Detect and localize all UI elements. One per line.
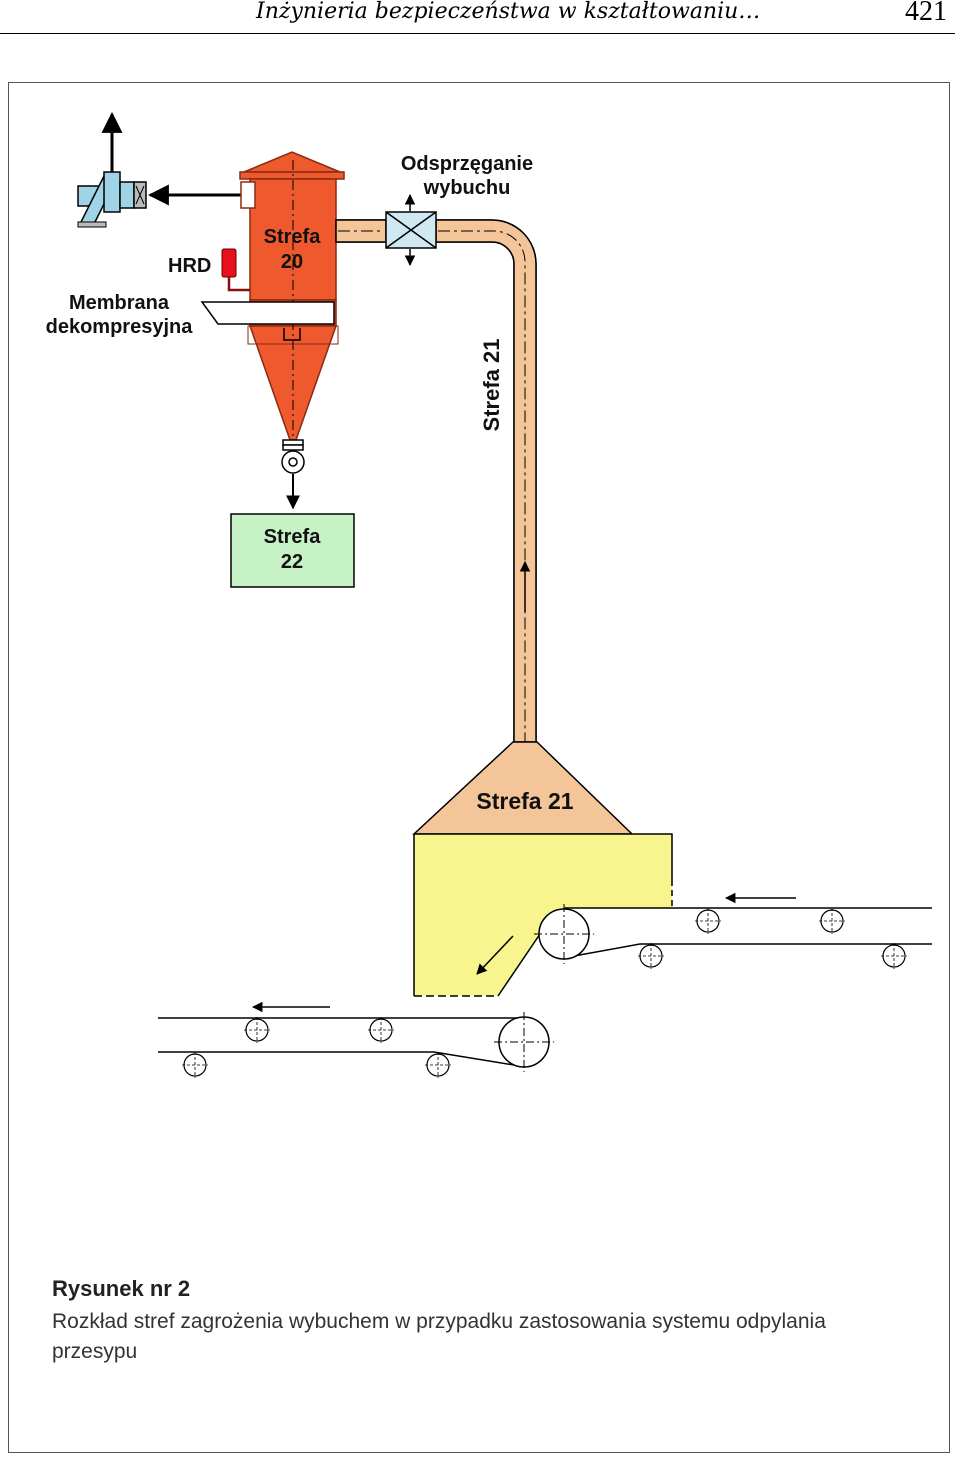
lower-conveyor xyxy=(158,1001,554,1078)
hrd-pipe xyxy=(227,277,250,292)
exhaust-fan-icon xyxy=(77,111,147,228)
hrd-cylinder-icon xyxy=(221,248,237,278)
zone22-box xyxy=(230,513,355,588)
rotary-valve-icon xyxy=(281,439,305,510)
transfer-chute xyxy=(413,833,673,997)
figure-frame xyxy=(8,82,950,1453)
figure-caption-title: Rysunek nr 2 xyxy=(52,1276,191,1301)
decompression-membrane xyxy=(200,301,335,325)
zone20-separator xyxy=(239,151,345,441)
membrane-label-line1: Membrana xyxy=(69,292,170,314)
hrd-label: HRD xyxy=(168,255,211,277)
running-title: Inżynieria bezpieczeństwa w kształtowani… xyxy=(256,0,761,24)
zone20-label-line1: Strefa xyxy=(264,226,322,248)
zone20-body xyxy=(249,178,337,301)
explosion-decoupling-valve-icon xyxy=(385,193,437,267)
dust-duct xyxy=(335,219,537,743)
figure-caption-text: Rozkład stref zagrożenia wybuchem w przy… xyxy=(52,1310,826,1363)
page-number: 421 xyxy=(905,0,947,27)
decoupling-label-line2: wybuchu xyxy=(423,177,511,199)
separator-roof xyxy=(243,151,341,173)
decoupling-label-line1: Odsprzęganie xyxy=(401,153,533,175)
upper-conveyor xyxy=(534,892,932,969)
zone22-label-line1: Strefa xyxy=(264,526,322,548)
zone21-vertical-label: Strefa 21 xyxy=(479,339,504,432)
zone21-hood-label: Strefa 21 xyxy=(476,788,573,814)
page-header: Inżynieria bezpieczeństwa w kształtowani… xyxy=(0,0,955,34)
membrane-label-line2: dekompresyjna xyxy=(46,316,194,338)
zone20-label-line2: 20 xyxy=(281,251,303,273)
zone22-label-line2: 22 xyxy=(281,551,303,573)
